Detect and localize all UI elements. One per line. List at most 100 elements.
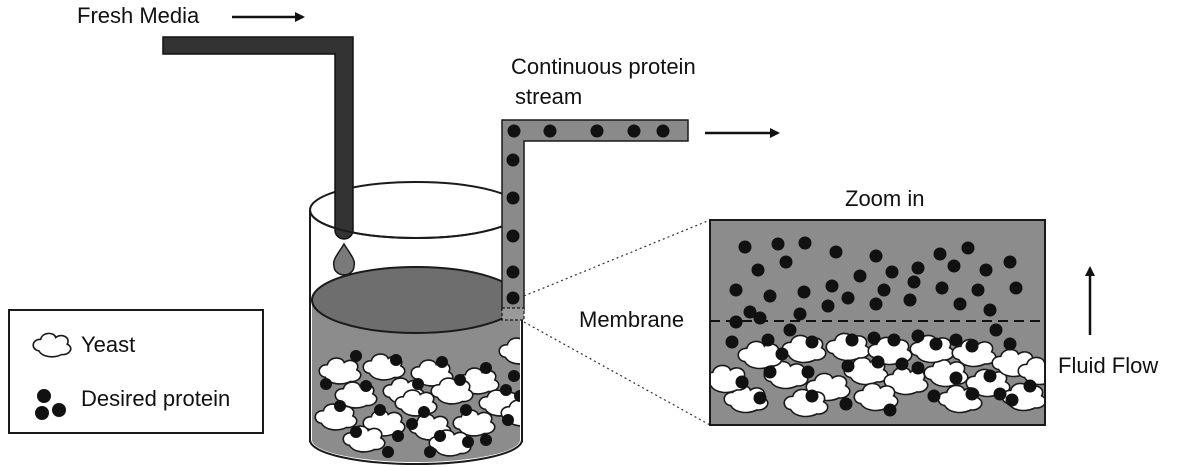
pipe-proteins	[506, 124, 670, 305]
protein-dot	[947, 259, 961, 273]
protein-dot	[462, 436, 474, 448]
protein-dot	[805, 335, 819, 349]
vessel-bottom	[309, 439, 523, 465]
media-droplet	[332, 242, 356, 276]
protein-dot	[320, 378, 332, 390]
protein-stream-pipe	[501, 119, 689, 311]
protein-dot	[508, 370, 520, 382]
protein-dot	[965, 387, 979, 401]
yeast-cell	[951, 338, 997, 368]
protein-dot	[334, 400, 346, 412]
protein-dot	[841, 291, 855, 305]
protein-dot	[436, 356, 448, 368]
protein-dot	[867, 331, 881, 345]
protein-dot	[779, 255, 793, 269]
protein-dot	[424, 446, 436, 458]
protein-dot	[350, 426, 362, 438]
protein-dot	[627, 124, 641, 138]
protein-stream-label-line1: Continuous protein	[511, 54, 696, 79]
protein-dot	[911, 361, 925, 375]
protein-dot	[797, 285, 811, 299]
legend-yeast-label: Yeast	[81, 332, 135, 357]
protein-dot	[825, 279, 839, 293]
vessel-contents	[314, 337, 520, 458]
protein-dot	[763, 365, 777, 379]
protein-dot	[883, 403, 897, 417]
protein-stream-label-line2: stream	[515, 84, 582, 109]
protein-dot	[738, 240, 752, 254]
protein-dot	[590, 124, 604, 138]
yeast-cell	[32, 332, 72, 358]
protein-dot	[506, 265, 520, 279]
protein-dot	[845, 333, 859, 347]
protein-dot	[907, 275, 921, 289]
protein-dot	[793, 307, 807, 321]
yeast-cell	[498, 337, 520, 365]
protein-dot	[500, 384, 512, 396]
protein-dot	[869, 249, 883, 263]
protein-dot	[480, 434, 492, 446]
protein-dot	[841, 359, 855, 373]
pipe-membrane	[501, 307, 525, 321]
protein-dot	[961, 241, 975, 255]
protein-dot	[775, 347, 789, 361]
protein-dot	[506, 191, 520, 205]
protein-dot	[502, 414, 514, 426]
protein-dot	[434, 430, 446, 442]
protein-dot	[480, 362, 492, 374]
protein-dot	[869, 297, 883, 311]
protein-dot	[935, 281, 949, 295]
protein-dot	[506, 291, 520, 305]
protein-dot	[829, 245, 843, 259]
protein-dot	[965, 339, 979, 353]
protein-dot	[853, 269, 867, 283]
protein-dot	[949, 371, 963, 385]
yeast-cell	[1017, 356, 1045, 386]
protein-dot	[751, 263, 765, 277]
liquid-surface	[311, 266, 521, 334]
protein-dot	[360, 380, 372, 392]
protein-dot	[763, 289, 777, 303]
zoom-contents	[710, 236, 1045, 418]
protein-dot	[933, 247, 947, 261]
protein-dot	[507, 124, 521, 138]
protein-dot	[798, 236, 812, 250]
protein-dot	[783, 323, 797, 337]
protein-dot	[929, 337, 943, 351]
protein-dot	[877, 283, 891, 297]
protein-dot	[725, 335, 739, 349]
protein-dot	[735, 375, 749, 389]
protein-dot	[805, 389, 819, 403]
protein-dot	[392, 430, 404, 442]
protein-dot	[506, 229, 520, 243]
protein-dot	[971, 283, 985, 297]
protein-dot	[460, 404, 472, 416]
protein-dot	[949, 333, 963, 347]
protein-dot	[887, 333, 901, 347]
protein-dot	[1023, 379, 1037, 393]
protein-dot	[729, 283, 743, 297]
protein-dot	[1003, 337, 1017, 351]
protein-dot	[761, 333, 775, 347]
protein-dot	[911, 261, 925, 275]
protein-dot	[821, 299, 835, 313]
protein-dot	[979, 263, 993, 277]
zoom-guide-top	[523, 219, 711, 297]
protein-dot	[350, 350, 362, 362]
protein-dot	[953, 297, 967, 311]
legend-protein-label: Desired protein	[81, 386, 230, 411]
protein-dot	[839, 397, 853, 411]
yeast-cell	[825, 332, 871, 362]
zoom-guide-bottom	[523, 321, 711, 426]
legend-box	[8, 309, 264, 434]
protein-dot	[454, 374, 466, 386]
protein-dot	[871, 355, 885, 369]
zoom-in-label: Zoom in	[845, 186, 924, 211]
protein-dot	[514, 390, 520, 402]
protein-dot	[801, 365, 815, 379]
zoom-box-border	[709, 219, 1046, 426]
protein-dot	[406, 418, 418, 430]
protein-dot	[885, 265, 899, 279]
protein-dot	[506, 153, 520, 167]
